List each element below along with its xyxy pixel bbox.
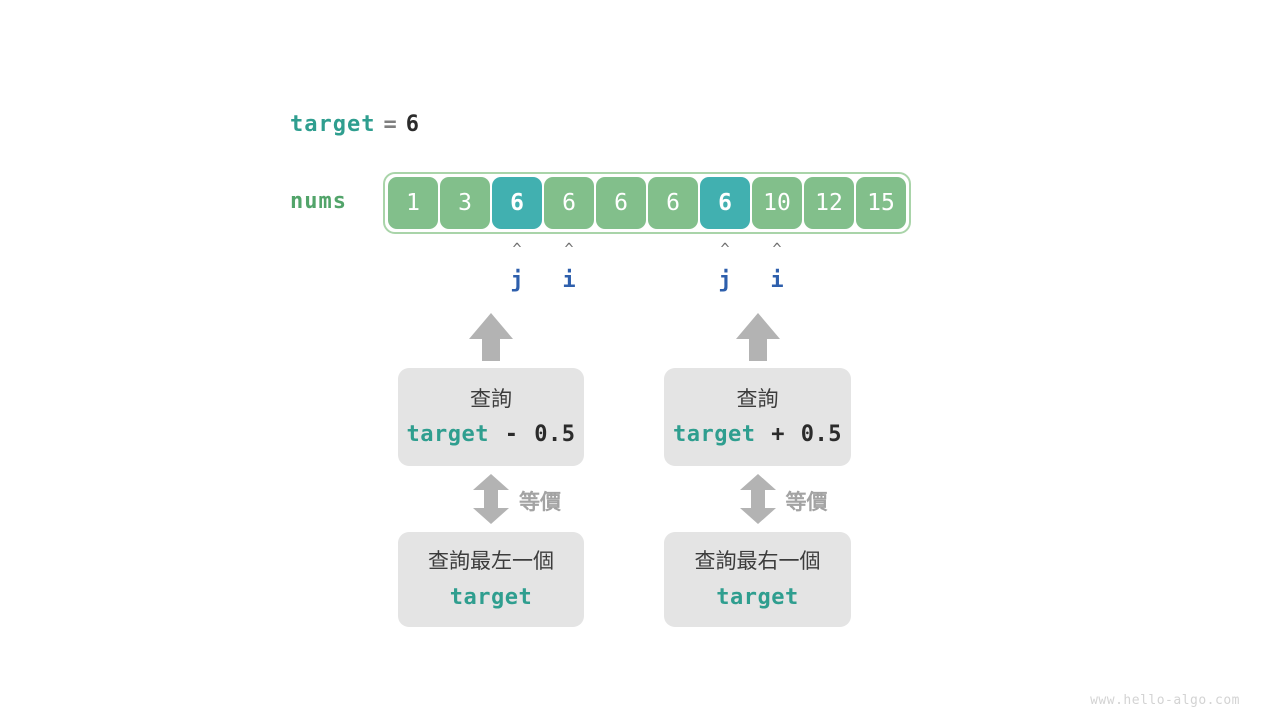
pointer-label-i-left: i (562, 268, 576, 293)
result-box-right: 查詢最右一個 target (664, 532, 851, 627)
array-cell: 6 (492, 177, 542, 229)
target-keyword: target (449, 584, 533, 610)
target-keyword: target (406, 422, 489, 448)
operator: - (490, 422, 533, 448)
nums-label: nums (290, 189, 347, 214)
array-cell: 6 (700, 177, 750, 229)
pointer-caret-j-left: ^ (512, 240, 522, 258)
target-value: 6 (405, 112, 420, 137)
pointer-caret-i-left: ^ (564, 240, 574, 258)
result-box-left: 查詢最左一個 target (398, 532, 584, 627)
array-cell: 6 (544, 177, 594, 229)
query-box-right: 查詢 target + 0.5 (664, 368, 851, 466)
pointer-label-j-right: j (718, 268, 732, 293)
equivalence-arrow-icon-left (473, 474, 509, 524)
query-box-expression: target - 0.5 (407, 422, 576, 447)
query-box-expression: target + 0.5 (673, 422, 842, 447)
array-cell: 1 (388, 177, 438, 229)
array-cell: 12 (804, 177, 854, 229)
operator: + (757, 422, 799, 448)
offset-number: 0.5 (800, 422, 842, 448)
result-box-expression: target (716, 585, 798, 610)
equivalence-label-right: 等價 (785, 490, 828, 514)
array-cell: 10 (752, 177, 802, 229)
query-box-title: 查詢 (470, 386, 512, 411)
offset-number: 0.5 (534, 422, 576, 448)
watermark: www.hello-algo.com (1090, 693, 1240, 708)
equivalence-arrow-icon-right (739, 474, 776, 524)
pointer-label-i-right: i (770, 268, 784, 293)
pointer-caret-i-right: ^ (772, 240, 782, 258)
result-box-expression: target (450, 585, 532, 610)
up-arrow-icon-left (469, 313, 513, 361)
pointer-label-j-left: j (510, 268, 524, 293)
pointer-caret-j-right: ^ (720, 240, 730, 258)
target-keyword: target (673, 422, 756, 448)
equals-sign: = (383, 112, 398, 137)
up-arrow-icon-right (735, 313, 780, 361)
target-keyword: target (716, 584, 799, 610)
result-box-title: 查詢最右一個 (694, 549, 821, 574)
array-cell: 6 (648, 177, 698, 229)
array-cell: 3 (440, 177, 490, 229)
array-cell: 6 (596, 177, 646, 229)
target-declaration: target = 6 (290, 112, 420, 137)
target-keyword: target (290, 112, 376, 137)
array-cell: 15 (856, 177, 906, 229)
result-box-title: 查詢最左一個 (428, 549, 554, 574)
query-box-title: 查詢 (736, 386, 779, 411)
equivalence-label-left: 等價 (519, 490, 561, 514)
query-box-left: 查詢 target - 0.5 (398, 368, 584, 466)
